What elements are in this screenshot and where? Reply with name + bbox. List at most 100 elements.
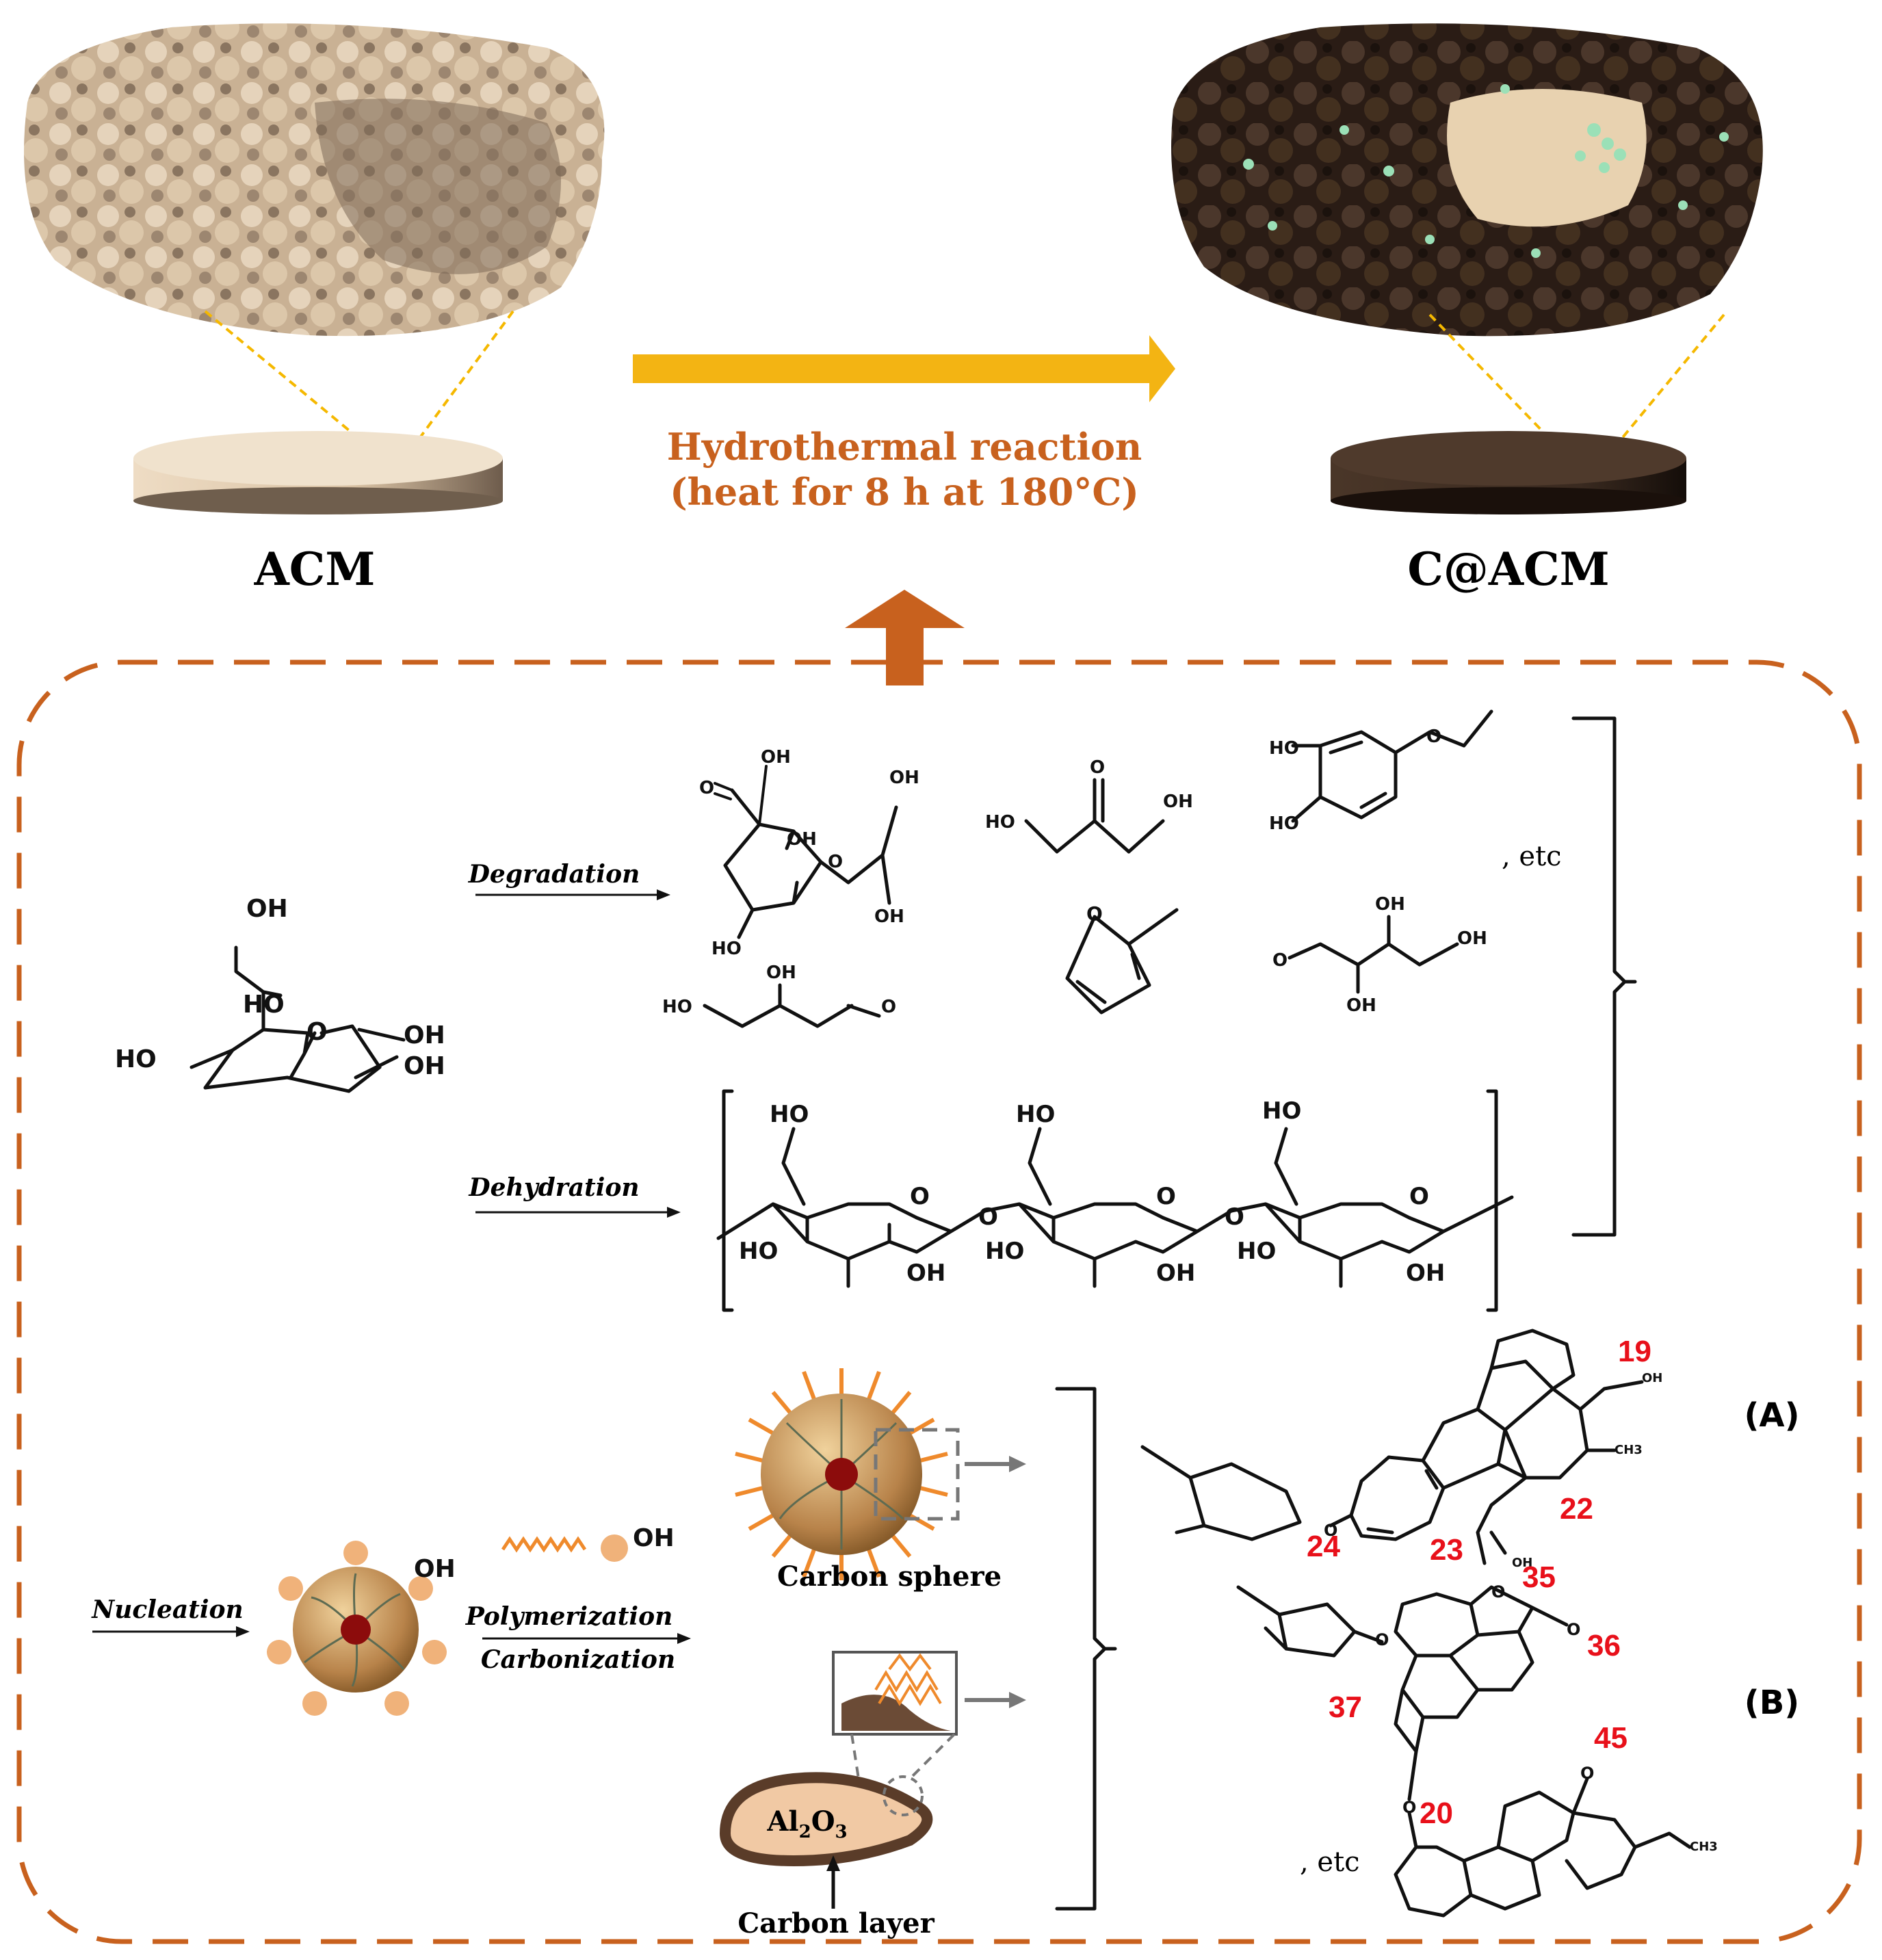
chain-ho-b1: HO xyxy=(739,1238,778,1265)
structure-a-ch3: CH3 xyxy=(1615,1443,1643,1457)
chain-ho1: HO xyxy=(770,1101,809,1128)
polysaccharide-chain xyxy=(716,1089,1514,1312)
c-acm-sponge-illustration xyxy=(1171,23,1763,337)
acm-label: ACM xyxy=(254,543,376,596)
up-arrow-icon xyxy=(845,590,965,685)
mechanism-frame xyxy=(16,659,1862,1944)
dha-ho: HO xyxy=(985,812,1015,833)
etc-bottom: , etc xyxy=(1300,1846,1360,1878)
catechol-ho1: HO xyxy=(1269,738,1299,759)
product1-oh-br: OH xyxy=(874,906,904,927)
glucose-ho-mid: HO xyxy=(243,991,285,1019)
structure-b-ch3: CH3 xyxy=(1690,1840,1718,1854)
c-acm-label: C@ACM xyxy=(1407,543,1609,596)
structure-b-o4: O xyxy=(1402,1798,1416,1817)
structure-b-label: (B) xyxy=(1744,1684,1799,1722)
structure-a-oh-top: OH xyxy=(1642,1371,1662,1385)
brace-top xyxy=(1571,716,1637,1237)
product1-oh-right: OH xyxy=(889,768,919,788)
catechol-o: O xyxy=(1426,727,1441,747)
nucleus-particle xyxy=(267,1541,447,1716)
carbonization-label: Carbonization xyxy=(481,1645,675,1674)
etc-top: , etc xyxy=(1502,841,1562,872)
site-19: 19 xyxy=(1618,1335,1651,1368)
chain-ho-b3: HO xyxy=(1237,1238,1276,1265)
glyceraldehyde xyxy=(703,983,881,1028)
glucose-oh-right2: OH xyxy=(404,1052,445,1080)
hydrothermal-arrow xyxy=(633,335,1175,402)
glucose-ho-left: HO xyxy=(115,1045,157,1073)
site-36: 36 xyxy=(1587,1629,1621,1662)
site-24: 24 xyxy=(1307,1530,1340,1563)
product1-o-ring: O xyxy=(828,852,843,872)
c-acm-disk xyxy=(1331,431,1686,514)
threose-oh-bottom: OH xyxy=(1346,995,1376,1016)
alumina-label: Al2O3 xyxy=(766,1805,847,1842)
glucuronic-product xyxy=(714,765,898,939)
site-22: 22 xyxy=(1560,1492,1593,1526)
chain-o1: O xyxy=(910,1183,930,1210)
carbon-sphere-label: Carbon sphere xyxy=(777,1560,1002,1593)
product1-o: O xyxy=(699,778,714,798)
threose-oh-top: OH xyxy=(1375,894,1405,915)
product1-ho-bl: HO xyxy=(711,939,742,959)
degradation-arrow xyxy=(475,889,670,900)
product1-oh-mid: OH xyxy=(787,829,817,850)
site-35: 35 xyxy=(1522,1560,1556,1594)
chain-ho3: HO xyxy=(1262,1097,1301,1125)
acm-sponge-illustration xyxy=(24,23,605,337)
dehydration-label: Dehydration xyxy=(468,1173,639,1202)
structure-a-o: O xyxy=(1324,1521,1337,1540)
dehydration-arrow xyxy=(475,1207,681,1218)
glyc-o: O xyxy=(881,997,896,1017)
glyc-ho: HO xyxy=(662,997,692,1017)
structure-b-o5: O xyxy=(1580,1764,1594,1783)
structure-a-cooh: OH xyxy=(1512,1556,1532,1570)
methoxycatechol xyxy=(1291,709,1493,823)
degradation-label: Degradation xyxy=(468,860,640,889)
polymerization-arrow xyxy=(482,1633,691,1644)
glucose-o-ring: O xyxy=(306,1018,328,1046)
dha-oh: OH xyxy=(1163,792,1193,812)
arrow-label-line1: Hydrothermal reaction xyxy=(667,425,1142,469)
nucleation-label: Nucleation xyxy=(91,1595,243,1624)
glyc-oh: OH xyxy=(766,963,796,983)
acm-disk xyxy=(133,431,503,514)
glucose-oh-right: OH xyxy=(404,1021,445,1049)
product1-oh-top: OH xyxy=(761,747,791,768)
structure-b-o3: O xyxy=(1567,1620,1580,1639)
structure-a-label: (A) xyxy=(1744,1396,1799,1435)
threose xyxy=(1288,915,1459,994)
dihydroxyacetone xyxy=(1024,778,1165,854)
chain-ho2: HO xyxy=(1016,1101,1055,1128)
furan-o: O xyxy=(1086,902,1103,925)
alumina-sub2: 2 xyxy=(799,1822,811,1842)
carbon-layer-label: Carbon layer xyxy=(737,1907,935,1939)
structure-b xyxy=(1236,1585,1692,1918)
threose-oh-right: OH xyxy=(1457,928,1487,949)
alumina-al: Al xyxy=(766,1805,798,1838)
site-37: 37 xyxy=(1329,1690,1362,1724)
glucose-oh-top: OH xyxy=(246,895,288,923)
alumina-o: O xyxy=(811,1805,835,1838)
structure-b-o2: O xyxy=(1491,1582,1505,1602)
brace-bottom xyxy=(1055,1387,1117,1911)
arrow-label-line2: (heat for 8 h at 180°C) xyxy=(670,470,1139,514)
dha-o: O xyxy=(1090,757,1105,778)
chain-o2: O xyxy=(1156,1183,1176,1210)
chain-o3: O xyxy=(1409,1183,1429,1210)
nucleation-arrow xyxy=(92,1626,250,1637)
chain-oh-b3: OH xyxy=(1406,1259,1445,1287)
chain-o-link1: O xyxy=(978,1203,998,1231)
polymerization-label: Polymerization xyxy=(465,1602,673,1631)
carbon-sphere-illustration xyxy=(735,1368,1026,1580)
chain-o-link2: O xyxy=(1225,1203,1244,1231)
chain-ho-b2: HO xyxy=(985,1238,1024,1265)
site-23: 23 xyxy=(1430,1533,1463,1567)
chain-oh-b2: OH xyxy=(1156,1259,1195,1287)
structure-a xyxy=(1140,1329,1644,1565)
glucose-molecule xyxy=(189,945,406,1093)
methylfuran xyxy=(1065,908,1179,1015)
threose-o: O xyxy=(1272,950,1288,971)
